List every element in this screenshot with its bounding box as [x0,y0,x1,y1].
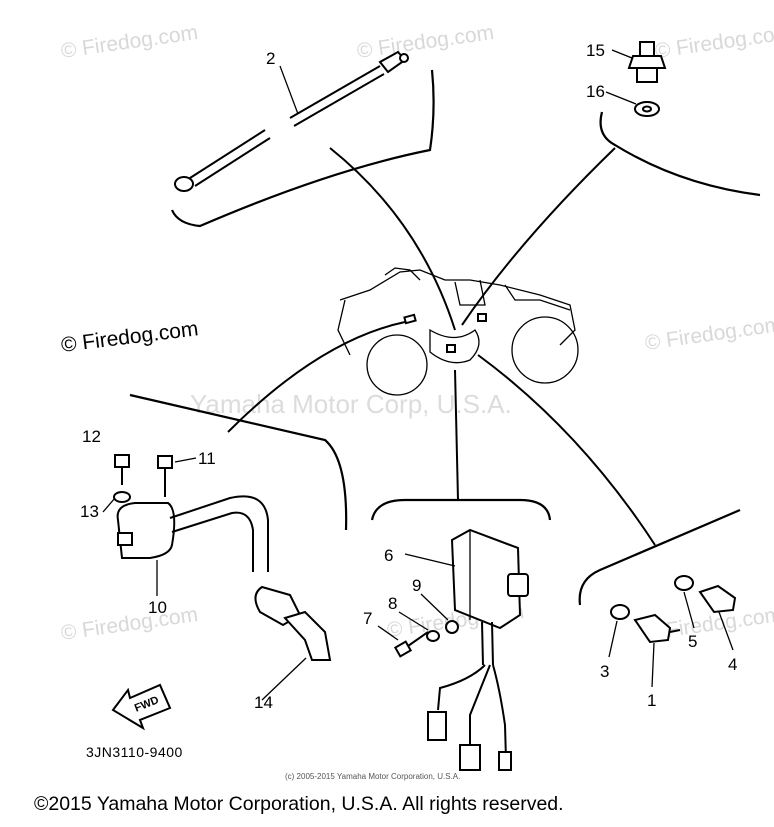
footer-copyright: ©2015 Yamaha Motor Corporation, U.S.A. A… [34,793,564,815]
label-part-8: 8 [388,594,397,613]
leader-13 [102,497,116,513]
leader-2 [279,65,299,115]
label-part-6: 6 [384,546,393,565]
bracket-center [370,498,552,521]
bracket-right [578,508,741,606]
part-7-8-9 [377,593,459,658]
leader-14 [261,657,307,701]
diagram-code: 3JN3110-9400 [86,744,183,760]
part-6-cdi-unit [404,528,529,771]
part-2-lead [174,50,409,192]
bracket-left [129,393,348,531]
bracket-top-left [170,69,435,228]
watermark-firedog: © Firedog.com [59,603,199,645]
label-part-5: 5 [688,632,697,651]
label-part-12: 12 [82,427,101,446]
label-part-9: 9 [412,576,421,595]
watermark-firedog: © Firedog.com [355,21,495,63]
watermark-firedog: © Firedog.com [643,313,774,355]
label-part-16: 16 [586,82,605,101]
part-15-16 [627,41,667,117]
part-10-ignition-coil [116,495,332,661]
part-labels: 2 15 16 12 11 13 10 14 6 9 8 7 3 1 5 4 [80,41,737,712]
label-part-3: 3 [600,662,609,681]
label-part-1: 1 [647,691,656,710]
group-brackets [129,69,761,606]
label-part-4: 4 [728,655,737,674]
atv-vehicle-illustration [337,267,579,396]
connector-lines [227,147,656,546]
leader-16 [605,91,637,105]
small-copyright: (c) 2005-2015 Yamaha Motor Corporation, … [285,772,460,781]
bracket-top-right [599,111,761,197]
watermark-firedog-dark: © Firedog.com [60,317,200,357]
label-part-7: 7 [363,609,372,628]
fwd-arrow: FWD [111,683,172,731]
label-part-11: 11 [198,449,216,468]
part-1-3-4-5 [608,575,737,688]
label-part-10: 10 [148,598,167,617]
part-12-11-13 [113,454,197,503]
label-part-2: 2 [266,49,275,68]
label-part-15: 15 [586,41,605,60]
label-part-14: 14 [254,693,273,712]
leader-15 [611,49,633,59]
label-part-13: 13 [80,502,99,521]
watermark-firedog: © Firedog.com [653,21,774,63]
watermark-firedog: © Firedog.com [59,21,199,63]
watermark-yamaha: Yamaha Motor Corp, U.S.A. [190,389,512,419]
